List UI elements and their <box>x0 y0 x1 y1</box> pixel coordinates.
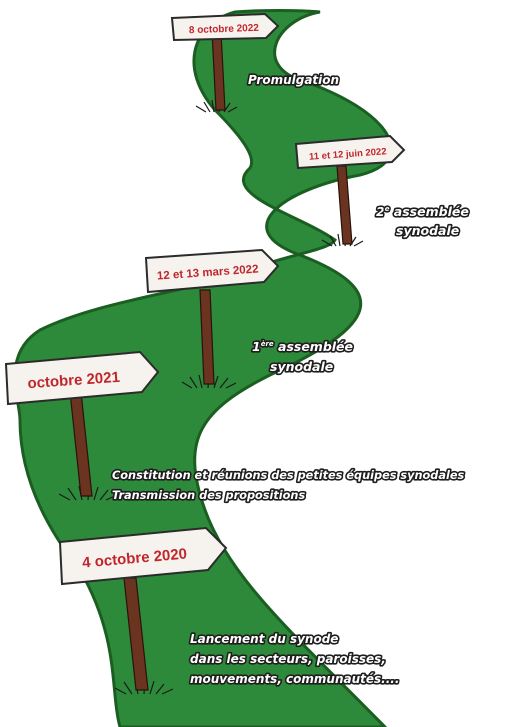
milestone-caption: Constitution et réunions des petites équ… <box>112 469 465 482</box>
milestone-date: octobre 2021 <box>27 369 121 392</box>
milestone-1: 8 octobre 2022 Promulgation <box>170 12 341 113</box>
milestone-4: octobre 2021 Constitution et réunions de… <box>4 350 466 504</box>
milestone-caption: Lancement du synode <box>190 632 338 646</box>
milestone-caption-line-2: Transmission des propositions <box>112 489 305 502</box>
milestone-caption-line-2: synodale <box>270 359 333 374</box>
milestone-date: 8 octobre 2022 <box>189 23 260 36</box>
signpost-arrow-board <box>294 134 406 170</box>
signpost-arrow-board <box>58 526 228 586</box>
milestone-caption: 2e assemblée <box>376 204 469 219</box>
milestone-caption-line-2: dans les secteurs, paroisses, <box>190 652 386 666</box>
milestone-3: 12 et 13 mars 2022 1ère assemblée synoda… <box>144 248 355 389</box>
signpost-post <box>199 289 215 385</box>
milestone-5: 4 octobre 2020 Lancement du synode dans … <box>58 526 401 695</box>
milestone-caption: 1ère assemblée <box>252 339 353 354</box>
signpost-arrow-board <box>144 248 280 294</box>
signpost-arrow-board <box>170 12 280 42</box>
milestone-2: 11 et 12 juin 2022 2e assemblée synodale <box>294 134 470 247</box>
milestone-date: 11 et 12 juin 2022 <box>309 146 387 162</box>
signpost-arrow-board <box>4 350 160 406</box>
milestone-caption: Promulgation <box>248 73 339 87</box>
milestone-caption-line-3: mouvements, communautés.... <box>190 672 399 686</box>
milestone-caption-line-2: synodale <box>396 223 459 238</box>
